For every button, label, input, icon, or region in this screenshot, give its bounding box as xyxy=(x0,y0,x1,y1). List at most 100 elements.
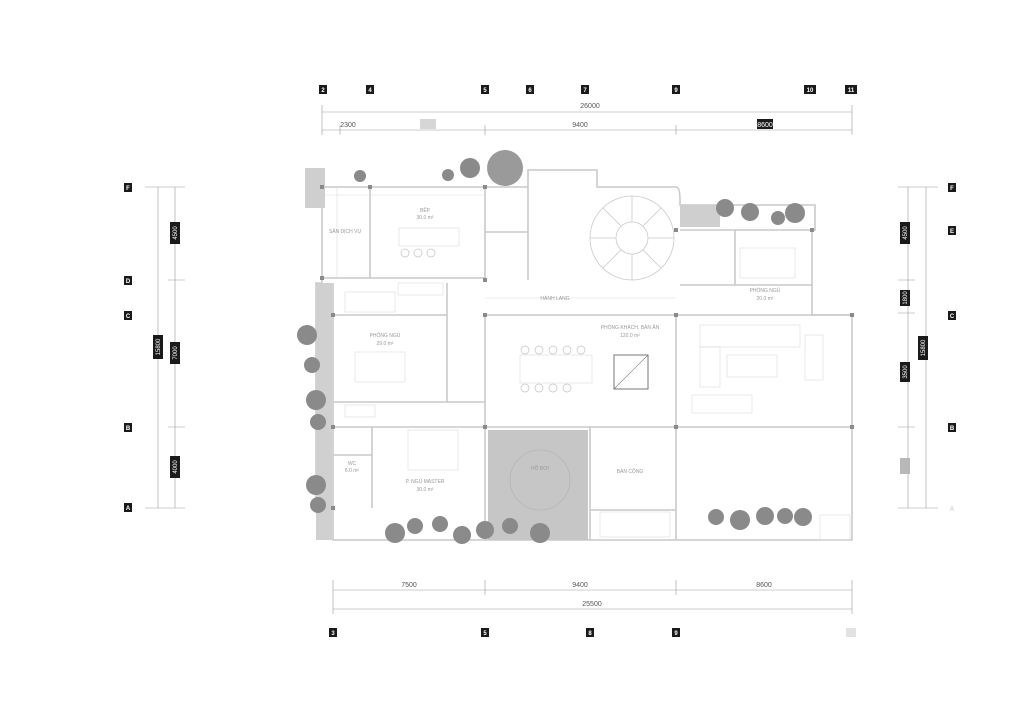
room-kitchen-label: BẾP xyxy=(420,207,431,214)
top-grid-tags: 2 4 5 6 7 9 10 11 xyxy=(319,85,857,94)
dim-tag-bg xyxy=(757,119,773,129)
left-dim-tag xyxy=(170,342,180,364)
grid-label: E xyxy=(950,229,954,235)
grid-tag xyxy=(481,628,489,637)
plan-structure xyxy=(315,169,853,541)
top-right-garden xyxy=(680,205,720,227)
bottom-dim-3: 8600 xyxy=(756,582,772,589)
pool-feature xyxy=(509,449,571,511)
room-kitchen-area: 30.0 m² xyxy=(417,215,434,221)
grid-tag xyxy=(948,423,956,432)
grid-label: 2 xyxy=(321,88,325,94)
grid-label: B xyxy=(126,426,131,432)
room-balcony-label: BAN CÔNG xyxy=(617,468,644,475)
grid-tag xyxy=(124,503,132,512)
room-wc-label: WC xyxy=(348,461,357,467)
top-dimensions xyxy=(321,105,853,135)
dining-set xyxy=(520,345,586,393)
plants xyxy=(297,150,812,544)
grid-tag xyxy=(329,628,337,637)
room-corridor-label: HÀNH LANG xyxy=(540,295,569,302)
grid-label: B xyxy=(950,426,955,432)
grid-label-faded: A xyxy=(950,506,955,513)
grid-label: 5 xyxy=(483,631,487,637)
bottom-dim-2: 9400 xyxy=(572,582,588,589)
room-pool-label: HỒ BƠI xyxy=(531,465,549,472)
room-master-area: 30.0 m² xyxy=(417,487,434,493)
right-dim-tag-faded xyxy=(900,458,910,474)
grid-tag xyxy=(804,85,816,94)
grid-tag xyxy=(672,628,680,637)
grid-label: F xyxy=(950,186,954,192)
room-bedroom-2-label: PHÒNG NGỦ xyxy=(750,287,781,294)
left-grid-tags: F D C B A xyxy=(124,183,132,512)
left-total-tag xyxy=(153,335,163,359)
room-service-yard-label: SÂN DỊCH VỤ xyxy=(329,228,362,235)
room-labels: BẾP 30.0 m² SÂN DỊCH VỤ HÀNH LANG PHÒNG … xyxy=(329,207,781,493)
dining-chest xyxy=(613,354,649,390)
grid-label: C xyxy=(950,314,955,320)
bottom-dimensions xyxy=(332,580,853,614)
grid-tag xyxy=(948,183,956,192)
room-master-label: P. NGỦ MASTER xyxy=(406,478,445,485)
bottom-dim-1: 7500 xyxy=(401,582,417,589)
grid-tag xyxy=(586,628,594,637)
right-total-tag xyxy=(918,336,928,360)
grid-tag-faded xyxy=(846,628,856,637)
grid-label: 4 xyxy=(368,88,372,94)
right-dim-tag xyxy=(900,290,910,306)
top-dim-3: 8600 xyxy=(757,122,773,129)
bottom-total-dim: 25500 xyxy=(582,601,602,608)
left-dim-tag xyxy=(170,222,180,244)
right-dim-2: 1800 xyxy=(903,291,909,305)
grid-label: C xyxy=(126,314,131,320)
grid-tag xyxy=(672,85,680,94)
right-dim-tag xyxy=(900,222,910,244)
grid-label: 11 xyxy=(848,88,855,94)
right-dim-1: 4500 xyxy=(903,226,909,240)
room-living-area: 120.0 m² xyxy=(620,333,640,339)
kitchen-stools xyxy=(400,248,436,258)
grid-tag xyxy=(948,311,956,320)
top-dim-2: 9400 xyxy=(572,122,588,129)
bottom-grid-tags: 3 5 8 9 xyxy=(329,628,856,637)
grid-tag xyxy=(124,276,132,285)
grid-tag xyxy=(124,423,132,432)
grid-tag xyxy=(366,85,374,94)
right-dim-3: 3500 xyxy=(903,365,909,379)
top-dim-1: 2300 xyxy=(340,122,356,129)
grid-label: D xyxy=(126,279,131,285)
grid-tag xyxy=(319,85,327,94)
dim-shade xyxy=(420,119,436,129)
grid-tag xyxy=(581,85,589,94)
grid-label: 5 xyxy=(483,88,487,94)
right-grid-tags: F E C B A xyxy=(948,183,956,513)
top-total-dim: 26000 xyxy=(580,103,600,110)
room-living-label: PHÒNG KHÁCH, BÀN ĂN xyxy=(601,324,660,331)
right-dim-tag xyxy=(900,362,910,382)
thin-lines xyxy=(322,187,851,541)
grid-label: A xyxy=(126,506,131,512)
room-bedroom-2-area: 20.0 m² xyxy=(757,296,774,302)
chest-hatch xyxy=(613,354,649,390)
grid-label: F xyxy=(126,186,130,192)
grid-tag xyxy=(526,85,534,94)
spiral-staircase xyxy=(589,195,675,281)
grid-tag xyxy=(948,226,956,235)
grid-label: 3 xyxy=(331,631,335,637)
grid-label: 7 xyxy=(583,88,587,94)
grid-tag xyxy=(124,311,132,320)
right-total-dim: 15800 xyxy=(921,339,927,356)
room-wc-area: 6.0 m² xyxy=(345,468,360,474)
room-bedroom-1-area: 29.0 m² xyxy=(377,341,394,347)
grid-label: 8 xyxy=(588,631,592,637)
left-total-dim: 15800 xyxy=(156,338,162,355)
grid-label: 9 xyxy=(674,631,678,637)
structural-columns xyxy=(320,185,854,510)
grid-label: 9 xyxy=(674,88,678,94)
left-dim-2: 7000 xyxy=(173,346,179,360)
grid-tag xyxy=(124,183,132,192)
left-dim-1: 4500 xyxy=(173,226,179,240)
top-left-garden xyxy=(305,168,325,208)
grid-tag xyxy=(481,85,489,94)
